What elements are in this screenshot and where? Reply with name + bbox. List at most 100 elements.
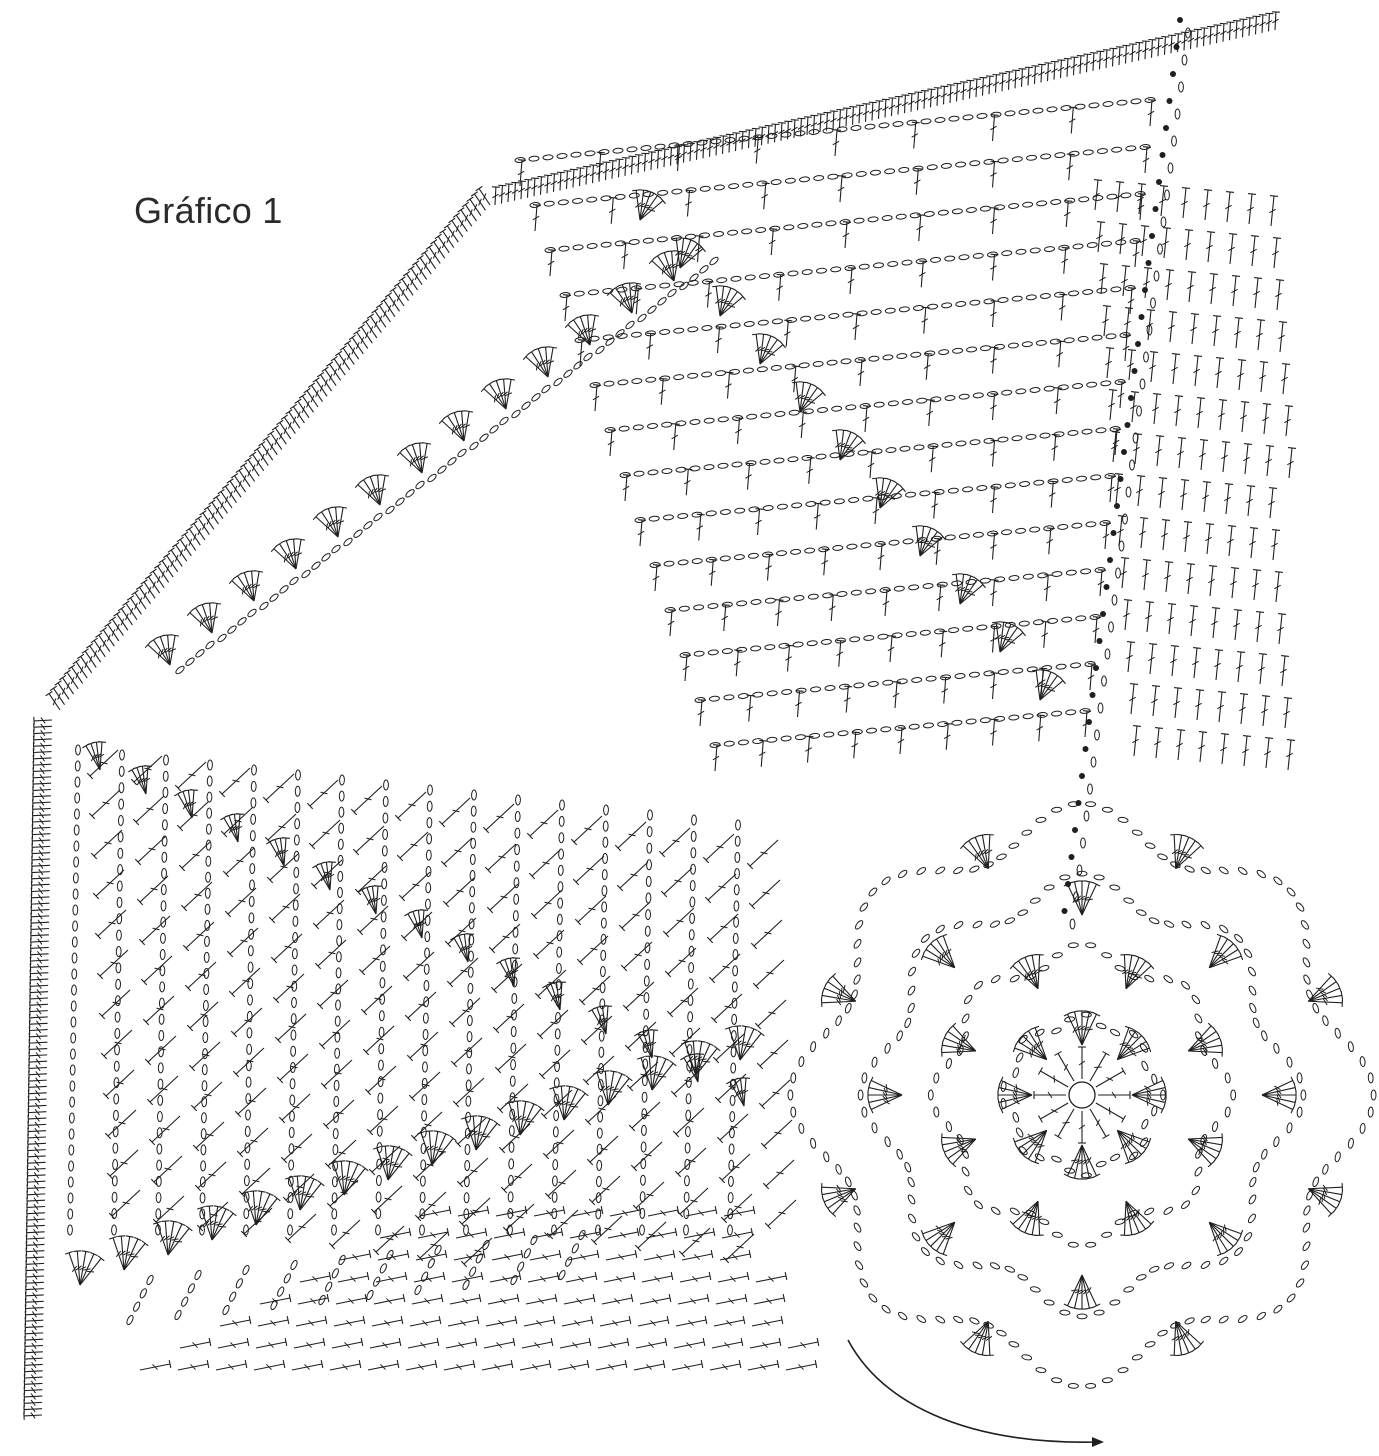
chain-stitch <box>1303 974 1312 985</box>
chain-stitch <box>734 917 739 927</box>
chain-stitch <box>555 1029 560 1039</box>
chain-stitch <box>826 220 836 226</box>
chain-stitch <box>72 969 77 979</box>
chain-stitch <box>758 320 768 326</box>
chain-stitch <box>160 982 165 992</box>
chain-stitch <box>854 919 864 930</box>
chain-stitch <box>75 777 80 787</box>
chain-stitch <box>1009 1207 1020 1216</box>
chain-stitch <box>1110 1028 1121 1037</box>
chain-stitch <box>815 314 825 320</box>
chain-stitch <box>1194 1166 1204 1177</box>
chain-stitch <box>731 1063 736 1073</box>
chain-stitch <box>684 1225 689 1235</box>
chain-stitch <box>553 1127 558 1137</box>
chain-stitch <box>1101 380 1111 386</box>
chain-stitch <box>861 542 871 548</box>
chain-stitch <box>1077 1314 1087 1319</box>
chain-stitch <box>251 798 256 808</box>
chain-stitch <box>385 505 396 515</box>
chain-stitch <box>603 821 608 831</box>
chain-stitch <box>1368 1107 1373 1117</box>
chain-stitch <box>424 981 429 991</box>
slip-stitch <box>1062 908 1068 914</box>
chain-stitch <box>907 1194 916 1205</box>
chain-stitch <box>767 690 777 696</box>
chain-stitch <box>587 197 597 203</box>
chain-stitch <box>935 1315 946 1324</box>
chain-stitch <box>637 313 648 323</box>
chain-stitch <box>672 189 682 195</box>
chain-stitch <box>1149 917 1160 925</box>
chain-stitch <box>1068 1242 1078 1247</box>
slip-stitch <box>1107 557 1113 563</box>
chain-stitch <box>1184 865 1195 874</box>
chain-stitch <box>116 947 121 957</box>
chain-stitch <box>645 959 650 969</box>
chain-stitch <box>1371 1090 1376 1100</box>
chain-stitch <box>734 901 739 911</box>
chain-stitch <box>468 1266 477 1277</box>
slip-stitch <box>1160 152 1166 158</box>
chain-stitch <box>923 723 933 729</box>
chain-stitch <box>379 1044 384 1054</box>
chain-stitch <box>963 994 973 1005</box>
chain-stitch <box>789 410 799 416</box>
chain-stitch <box>827 360 837 366</box>
chain-stitch <box>1016 249 1026 255</box>
chain-stitch <box>1295 902 1305 913</box>
chain-stitch <box>837 591 847 597</box>
chain-stitch <box>911 677 921 683</box>
chain-stitch <box>1123 1286 1134 1293</box>
chain-stitch <box>1012 156 1022 162</box>
chain-stitch <box>1036 340 1046 346</box>
chain-stitch <box>904 1162 912 1173</box>
chain-stitch <box>601 195 611 201</box>
chain-stitch <box>552 1192 557 1202</box>
chain-stitch <box>1295 1278 1305 1289</box>
chain-stitch <box>1110 884 1121 890</box>
chain-stitch <box>290 1259 299 1270</box>
chain-stitch <box>793 642 803 648</box>
chain-stitch <box>657 296 668 306</box>
chain-stitch <box>874 402 884 408</box>
chain-stitch <box>930 257 940 263</box>
chain-stitch <box>973 980 984 990</box>
chain-stitch <box>771 179 781 185</box>
chain-stitch <box>969 1317 980 1326</box>
chain-stitch <box>751 599 761 605</box>
chain-stitch <box>559 246 569 252</box>
chain-stitch <box>1132 1354 1143 1361</box>
chain-stitch <box>935 866 946 875</box>
chain-stitch <box>902 399 912 405</box>
chain-stitch <box>647 843 652 853</box>
chain-stitch <box>765 644 775 650</box>
chain-stitch <box>676 467 686 473</box>
chain-stitch <box>759 273 769 279</box>
chain-stitch <box>422 1062 427 1072</box>
chain-stitch <box>724 694 734 700</box>
chain-stitch <box>812 222 822 228</box>
chain-stitch <box>704 418 714 424</box>
chain-stitch <box>318 1294 327 1305</box>
chain-stitch <box>289 1127 294 1137</box>
chain-stitch <box>295 802 300 812</box>
chain-stitch <box>420 1271 429 1282</box>
chain-stitch <box>1086 802 1096 807</box>
chain-stitch <box>973 253 983 259</box>
chain-stitch <box>907 985 916 996</box>
chain-stitch <box>888 400 898 406</box>
chain-stitch <box>1172 136 1177 146</box>
chain-stitch <box>1052 571 1062 577</box>
chain-stitch <box>1303 1205 1312 1216</box>
chain-stitch <box>1091 474 1101 480</box>
slip-stitch <box>1149 233 1155 239</box>
chain-stitch <box>423 1046 428 1056</box>
chain-stitch <box>862 1073 868 1083</box>
chain-stitch <box>803 408 813 414</box>
chain-stitch <box>772 318 782 324</box>
chain-stitch <box>228 1291 237 1302</box>
chain-stitch <box>816 268 826 274</box>
chain-stitch <box>602 886 607 896</box>
chain-stitch <box>1301 1090 1306 1100</box>
